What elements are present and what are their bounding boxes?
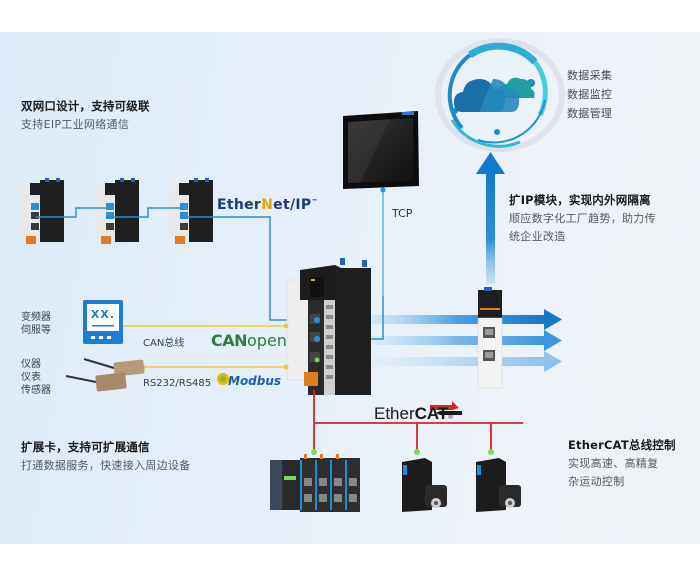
eip-cascade-line-1 (36, 207, 109, 218)
ethercat-logo: EtherCAT® (374, 404, 453, 424)
sensor-label-line2: 仪表 (21, 372, 41, 383)
ethernet-ip-logo-accent: N (261, 197, 274, 213)
cloud-service-monitor: 数据监控 (567, 88, 613, 101)
ethercat-feature-desc-line1: 实现高速、高精复 (568, 457, 659, 470)
dual-port-feature-title: 双网口设计，支持可级联 (21, 99, 150, 113)
ethercat-feature-desc-line2: 杂运动控制 (568, 475, 625, 488)
ethercat-logo-reg: ® (448, 415, 453, 421)
output-arrow-3 (372, 351, 562, 372)
modbus-logo-icon (216, 372, 230, 386)
drive-label-line2: 伺服等 (21, 325, 51, 336)
ip-module-feature-title: 扩IP模块，实现内外网隔离 (509, 193, 651, 207)
rs485-label: RS232/RS485 (143, 378, 212, 389)
drive-display-readout: XX. (90, 308, 116, 321)
ethernet-ip-logo-text-pre: Ether (217, 197, 262, 213)
ethernet-ip-logo: EtherNet/IP™ (217, 197, 318, 213)
io-module-1 (20, 178, 64, 244)
expansion-feature-title: 扩展卡，支持可扩展通信 (21, 440, 150, 454)
modbus-logo: Modbus (228, 374, 282, 388)
servo-drive-1 (402, 458, 447, 512)
can-bus-label: CAN总线 (143, 338, 185, 349)
servo-drive-2 (476, 458, 521, 512)
main-controller-device (286, 258, 371, 395)
tcp-label: TCP (392, 207, 413, 220)
ip-module-feature-desc-line2: 统企业改造 (509, 230, 566, 243)
cloud-icon (435, 38, 565, 152)
io-rack-device (270, 454, 360, 512)
cloud-service-collect: 数据采集 (567, 69, 613, 82)
ethernet-ip-logo-tm: ™ (311, 198, 318, 206)
canopen-logo-bold: CAN (211, 331, 248, 350)
drive-display-device (83, 300, 123, 344)
drive-label-line1: 变频器 (21, 312, 51, 323)
touch-panel-icon (343, 111, 419, 189)
ethercat-logo-bold: CAT (414, 404, 449, 423)
output-arrow-1 (372, 309, 562, 330)
cloud-service-manage: 数据管理 (567, 107, 613, 120)
ip-module-device (477, 287, 503, 389)
dual-port-feature-desc: 支持EIP工业网络通信 (21, 118, 130, 131)
canopen-logo-light: open (247, 331, 287, 350)
sensor-label-line3: 传感器 (21, 385, 51, 396)
ethercat-logo-light: Ether (374, 404, 415, 423)
expansion-feature-desc: 打通数据服务，快速接入周边设备 (21, 459, 191, 472)
sensor-label-line1: 仪器 (21, 359, 41, 370)
ethercat-logo-arrows (430, 401, 462, 415)
sensor-device (65, 358, 145, 392)
ethercat-feature-title: EtherCAT总线控制 (568, 438, 676, 452)
io-module-2 (95, 178, 139, 244)
output-arrow-2 (372, 330, 562, 351)
io-module-3 (169, 178, 213, 244)
ethernet-ip-logo-text-post: et/IP (273, 197, 312, 213)
eip-cascade-line-2 (110, 207, 183, 218)
upload-arrow (476, 152, 505, 284)
ip-module-feature-desc-line1: 顺应数字化工厂趋势，助力传 (509, 212, 656, 225)
canopen-logo: CANopen (211, 331, 287, 350)
